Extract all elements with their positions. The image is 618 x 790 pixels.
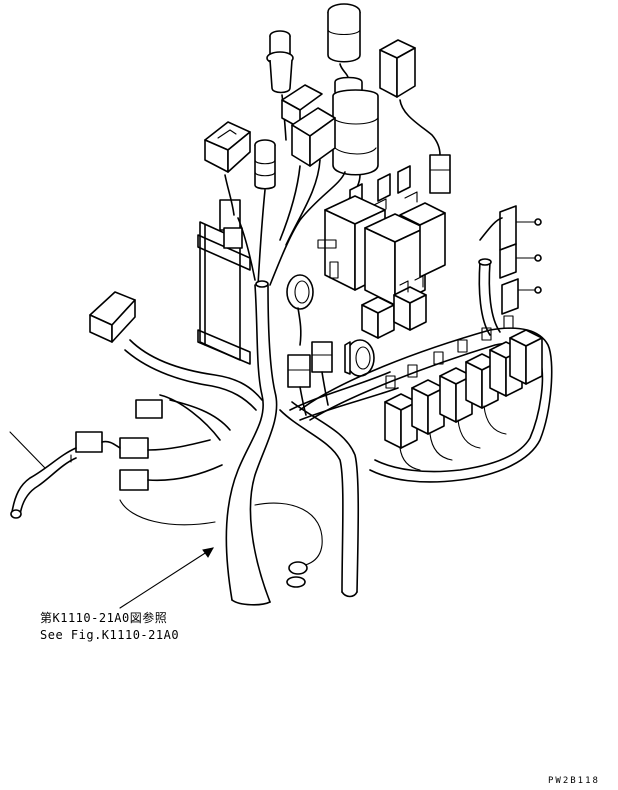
right-connector-column	[478, 205, 542, 336]
center-small-connectors	[287, 341, 333, 416]
cylinder-switch	[254, 139, 276, 286]
relay-cluster-center	[317, 165, 446, 339]
rocker-switch-left	[204, 121, 251, 216]
top-right-connector	[379, 39, 451, 194]
reference-label-english: See Fig.K1110-21A0	[40, 628, 180, 642]
connector-frame	[197, 199, 251, 365]
rotary-switch	[327, 3, 379, 176]
top-knob-switch	[266, 30, 294, 141]
relay-bank-right	[299, 315, 553, 483]
main-harness-trunk	[225, 284, 399, 606]
ground-terminal	[254, 502, 323, 588]
reference-label-japanese: 第K1110-21A0図参照	[40, 611, 168, 625]
buzzer-upper	[286, 274, 314, 346]
buzzer-lower	[344, 339, 375, 377]
left-harness-branch	[9, 291, 263, 526]
reference-leader	[119, 547, 214, 609]
drawing-code: PW2B118	[548, 776, 600, 786]
